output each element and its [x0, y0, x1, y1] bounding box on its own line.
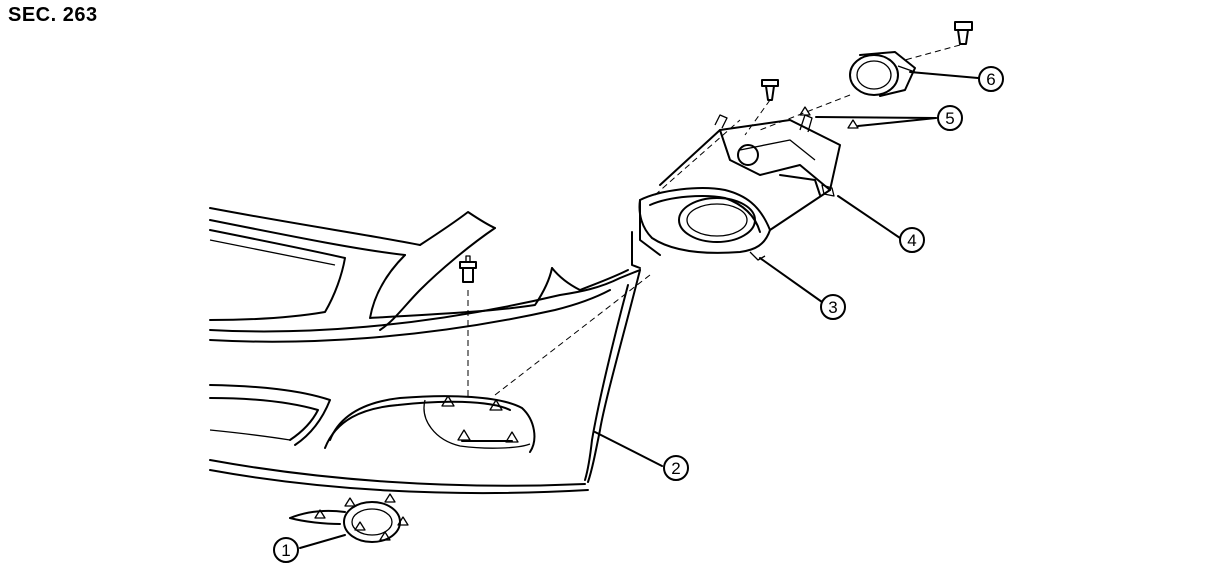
fog-lamp-finisher — [289, 493, 409, 543]
callout-5: 5 — [937, 105, 963, 131]
callout-circle-icon — [663, 455, 689, 481]
fog-lamp — [849, 51, 916, 97]
clip-triangle-icon — [799, 106, 859, 129]
svg-text:2: 2 — [671, 459, 680, 478]
callout-4: 4 — [899, 227, 925, 253]
callout-circle-icon — [899, 227, 925, 253]
callout-2: 2 — [663, 455, 689, 481]
callout-circle-icon — [978, 66, 1004, 92]
front-bumper-fascia — [209, 207, 641, 495]
fog-lamp-bracket — [631, 114, 841, 269]
callout-3: 3 — [820, 294, 846, 320]
callout-circle-icon — [273, 537, 299, 563]
svg-text:4: 4 — [907, 231, 916, 250]
section-code: SEC. 263 — [8, 4, 98, 26]
screw-icon — [761, 79, 779, 101]
svg-text:6: 6 — [986, 70, 995, 89]
svg-text:5: 5 — [945, 109, 954, 128]
callout-1: 1 — [273, 537, 299, 563]
svg-text:3: 3 — [828, 298, 837, 317]
callout-circle-icon — [820, 294, 846, 320]
callout-6: 6 — [978, 66, 1004, 92]
screw-icon — [459, 255, 477, 283]
svg-text:1: 1 — [281, 541, 290, 560]
clip-triangle-icon — [314, 493, 409, 541]
screw-icon — [954, 21, 973, 45]
callout-circle-icon — [937, 105, 963, 131]
